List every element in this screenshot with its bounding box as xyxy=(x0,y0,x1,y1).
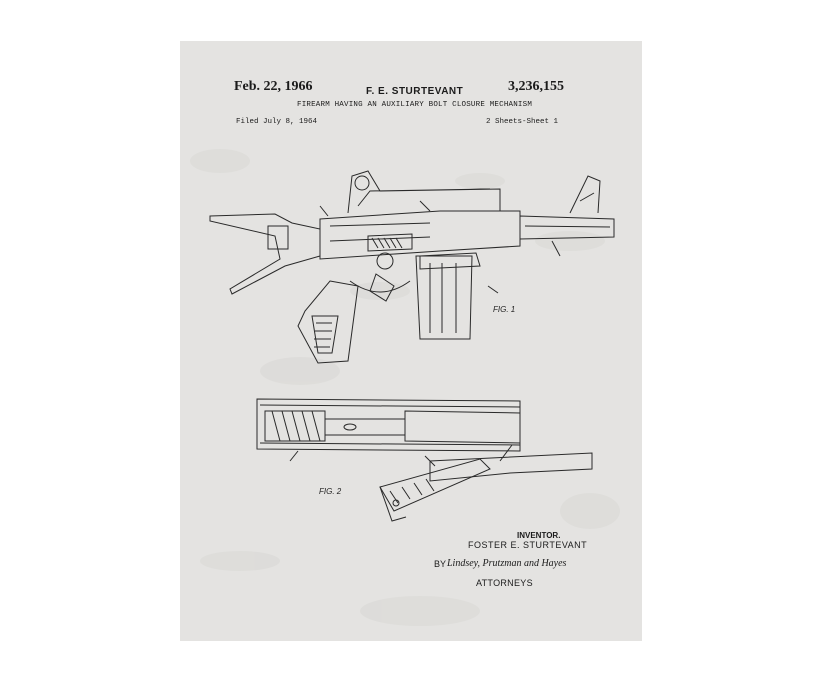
rifle-drawing-fig1 xyxy=(209,170,615,364)
inventor-name: FOSTER E. STURTEVANT xyxy=(468,540,588,550)
bolt-mechanism-drawing-fig2 xyxy=(256,398,593,522)
inventor-heading: INVENTOR. xyxy=(517,531,561,540)
patent-date: Feb. 22, 1966 xyxy=(234,79,313,94)
paper-texture xyxy=(190,149,620,626)
fig2-label: FIG. 2 xyxy=(319,487,342,496)
by-label: BY xyxy=(434,559,447,569)
patent-number: 3,236,155 xyxy=(508,79,564,94)
sheet-count: 2 Sheets-Sheet 1 xyxy=(486,118,559,126)
fig1-label: FIG. 1 xyxy=(493,305,516,314)
patent-title: FIREARM HAVING AN AUXILIARY BOLT CLOSURE… xyxy=(297,101,533,109)
filed-date: Filed July 8, 1964 xyxy=(236,118,318,126)
attorneys-signature: Lindsey, Prutzman and Hayes xyxy=(447,558,567,569)
patent-sheet: Feb. 22, 1966 F. E. STURTEVANT 3,236,155… xyxy=(180,41,642,641)
attorneys-label: ATTORNEYS xyxy=(476,578,533,588)
inventor-header: F. E. STURTEVANT xyxy=(366,86,464,97)
